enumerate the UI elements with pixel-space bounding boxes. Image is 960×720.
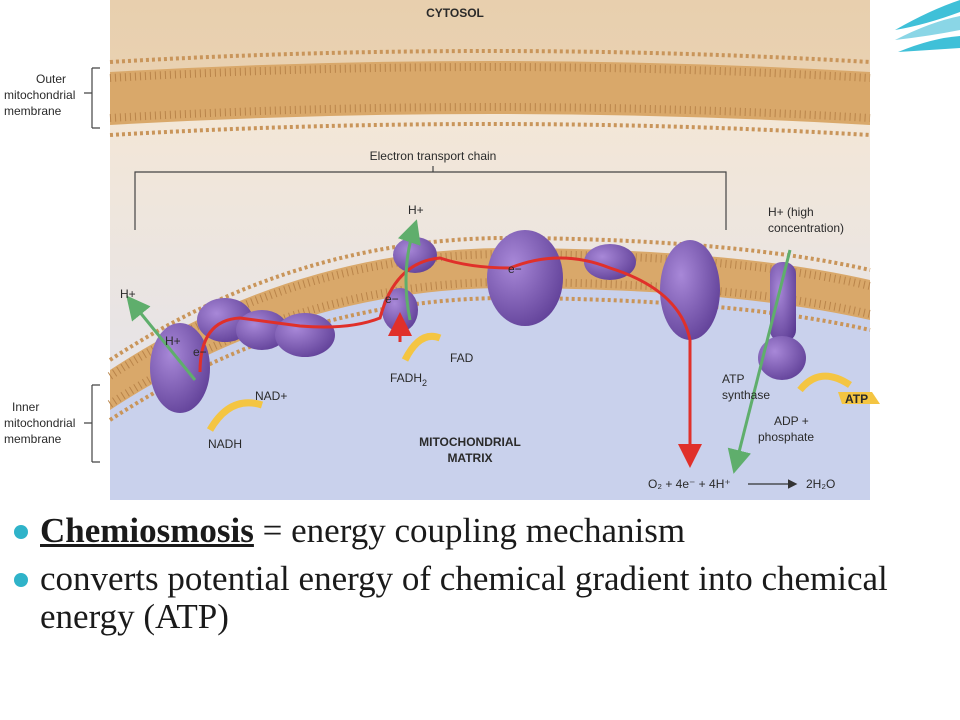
outer-membrane-label: Outer mitochondrial membrane bbox=[4, 67, 100, 129]
svg-text:membrane: membrane bbox=[4, 432, 62, 446]
outer-membrane bbox=[109, 49, 871, 137]
fadh2-label: FADH2 bbox=[390, 371, 427, 388]
electron-label-2: e− bbox=[385, 292, 399, 306]
atp-synthase-shape bbox=[758, 262, 806, 380]
h-high-label-2: concentration) bbox=[768, 221, 844, 235]
bullet-icon bbox=[14, 573, 28, 587]
adp-label-2: phosphate bbox=[758, 430, 814, 444]
proton-arrow-1 bbox=[126, 295, 197, 381]
svg-text:mitochondrial: mitochondrial bbox=[4, 416, 75, 430]
corner-decoration bbox=[895, 0, 960, 52]
proton-label-1: H+ bbox=[120, 287, 136, 301]
fadh2-arrow bbox=[401, 332, 442, 362]
etc-diagram: Electron transport chain CYTOSOL Outer m… bbox=[4, 0, 960, 500]
cytosol-label: CYTOSOL bbox=[426, 6, 484, 20]
nad-label: NAD+ bbox=[255, 389, 287, 403]
etc-label: Electron transport chain bbox=[370, 149, 497, 163]
bullet-item-converts: converts potential energy of chemical gr… bbox=[14, 560, 944, 636]
bullet-list: Chemiosmosis = energy coupling mechanism… bbox=[14, 512, 944, 646]
complex-i bbox=[150, 298, 335, 413]
bullet-text: converts potential energy of chemical gr… bbox=[40, 559, 888, 636]
svg-text:Outer: Outer bbox=[36, 72, 66, 86]
nadh-label: NADH bbox=[208, 437, 242, 451]
equation-left: O₂ + 4e⁻ + 4H⁺ bbox=[648, 477, 731, 491]
matrix-label-1: MITOCHONDRIAL bbox=[419, 435, 521, 449]
h-high-label-1: H+ (high bbox=[768, 205, 814, 219]
svg-text:membrane: membrane bbox=[4, 104, 62, 118]
adp-label-1: ADP + bbox=[774, 414, 809, 428]
bullet-term: Chemiosmosis bbox=[40, 511, 254, 550]
complex-iv bbox=[660, 240, 720, 340]
adp-arrow bbox=[797, 372, 852, 393]
proton-label-3: H+ bbox=[408, 203, 424, 217]
inner-membrane-label: Inner mitochondrial membrane bbox=[4, 384, 100, 463]
electron-label-1: e− bbox=[193, 345, 207, 359]
fad-label: FAD bbox=[450, 351, 474, 365]
matrix-label-2: MATRIX bbox=[447, 451, 492, 465]
etc-bracket bbox=[134, 171, 727, 230]
atp-synthase-label-1: ATP bbox=[722, 372, 744, 386]
nadh-arrow bbox=[206, 399, 264, 432]
svg-text:mitochondrial: mitochondrial bbox=[4, 88, 75, 102]
proton-arrow-2 bbox=[397, 219, 421, 321]
atp-synthase-label-2: synthase bbox=[722, 388, 770, 402]
equation-right: 2H₂O bbox=[806, 477, 835, 491]
svg-text:Inner: Inner bbox=[12, 400, 39, 414]
atp-label: ATP bbox=[845, 392, 868, 406]
proton-label-2: H+ bbox=[165, 334, 181, 348]
electron-label-3: e− bbox=[508, 262, 522, 276]
bullet-icon bbox=[14, 525, 28, 539]
bullet-item-chemiosmosis: Chemiosmosis = energy coupling mechanism bbox=[14, 512, 944, 550]
bullet-text: = energy coupling mechanism bbox=[253, 511, 686, 550]
electron-path-arrow bbox=[198, 256, 702, 468]
proton-arrow-3 bbox=[727, 249, 792, 474]
